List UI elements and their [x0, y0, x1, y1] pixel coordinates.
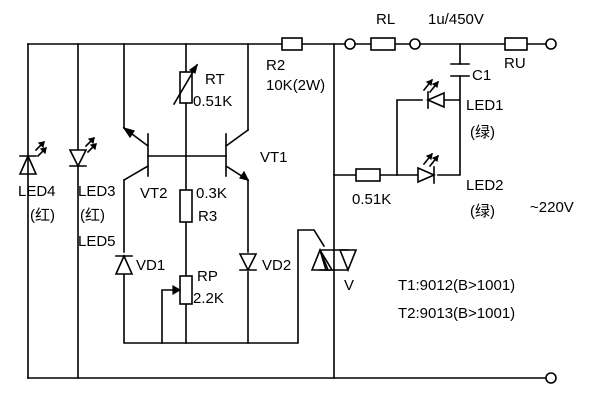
ru-label: RU: [504, 55, 526, 72]
vt1-label: VT1: [260, 149, 288, 166]
t2-note: T2:9013(B>1001): [398, 305, 515, 322]
led4-color-label: (红): [30, 207, 55, 224]
rp-label: RP: [197, 268, 218, 285]
wiring: [27, 43, 547, 379]
rp-wiper-wire: [161, 289, 175, 344]
series-resistor: [355, 168, 381, 182]
led2-color-label: (绿): [470, 203, 495, 220]
c1-label: C1: [472, 67, 491, 84]
vt2-transistor: [122, 126, 150, 182]
led2-diode: [417, 152, 440, 184]
triac-label: V: [344, 277, 354, 294]
led1-diode: [422, 78, 445, 109]
r2-label: R2: [266, 57, 285, 74]
c1-value-label: 1u/450V: [428, 11, 484, 28]
vt2-collector-wire: [123, 179, 326, 344]
rp-value-label: 2.2K: [193, 290, 224, 307]
ru-resistor: [504, 37, 528, 51]
r2-value-label: 10K(2W): [266, 77, 325, 94]
terminal-supply-bottom: [545, 372, 557, 384]
labels: RL 1u/450V RU R2 10K(2W) C1 RT 0.51K LED…: [18, 11, 574, 322]
vd2-diode: [238, 253, 258, 272]
led5-label: LED5: [78, 233, 116, 250]
rt-value-label: 0.51K: [193, 93, 232, 110]
terminal-supply-top: [545, 38, 557, 50]
led4-diode: [18, 140, 48, 175]
rp-potentiometer: [179, 275, 193, 305]
terminal-r2: [344, 38, 356, 50]
c1-capacitor: [450, 63, 470, 77]
led3-color-label: (红): [80, 207, 105, 224]
terminals: [344, 38, 557, 384]
led4-label: LED4: [18, 183, 56, 200]
vt1-transistor: [224, 128, 250, 182]
vd1-diode: [114, 254, 134, 275]
vd1-label: VD1: [136, 257, 165, 274]
rl-label: RL: [376, 11, 395, 28]
series-resistor-label: 0.51K: [352, 191, 391, 208]
rt-arrow-head: [188, 63, 198, 74]
c1-led-branch-wire: [396, 43, 461, 176]
r2-resistor: [281, 37, 303, 51]
rt-label: RT: [205, 71, 225, 88]
rp-wiper-arrow: [172, 284, 182, 296]
rl-resistor: [370, 37, 396, 51]
led1-label: LED1: [466, 97, 504, 114]
vd2-label: VD2: [262, 257, 291, 274]
triac-v: [310, 247, 358, 273]
led2-label: LED2: [466, 177, 504, 194]
r3-label: R3: [198, 208, 217, 225]
led3-diode: [68, 136, 98, 168]
terminal-rl: [409, 38, 421, 50]
t1-note: T1:9012(B>1001): [398, 277, 515, 294]
led1-color-label: (绿): [470, 124, 495, 141]
led3-label: LED3: [78, 183, 116, 200]
vt2-label: VT2: [140, 185, 168, 202]
r3-resistor: [179, 189, 193, 223]
supply-label: ~220V: [530, 199, 574, 216]
r3-value-label: 0.3K: [196, 185, 227, 202]
